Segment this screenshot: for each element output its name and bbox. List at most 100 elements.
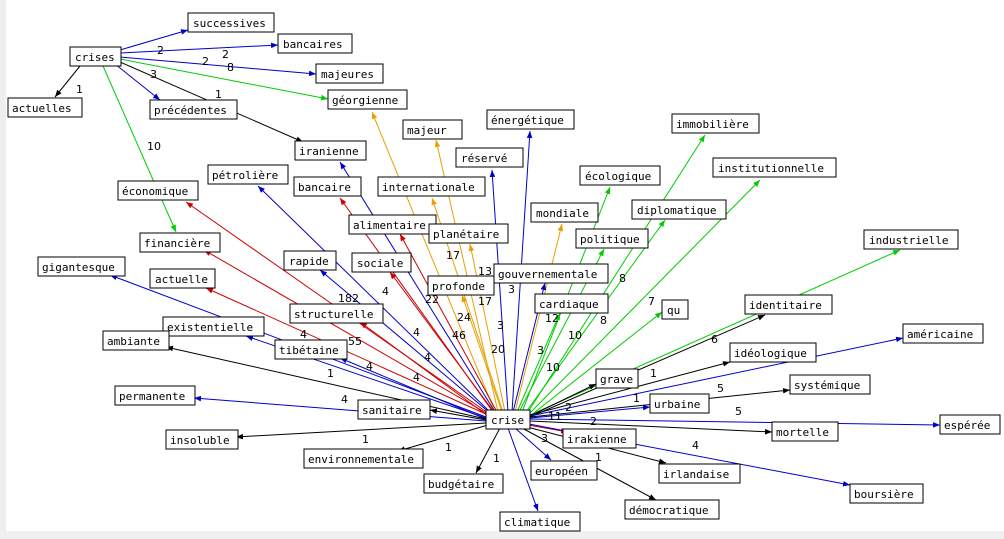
edge-weight: 2 bbox=[565, 401, 572, 414]
node-successives[interactable]: successives bbox=[187, 12, 275, 33]
node-label: mondiale bbox=[536, 207, 589, 220]
edge-crise-cardiaque bbox=[516, 312, 561, 413]
edge-weight: 5 bbox=[735, 405, 742, 418]
edge-weight: 4 bbox=[692, 439, 699, 452]
edge-weight: 4 bbox=[300, 328, 307, 341]
edge-crise-irakienne bbox=[527, 424, 569, 434]
node-irlandaise[interactable]: irlandaise bbox=[658, 463, 741, 484]
node-planetaire[interactable]: planétaire bbox=[428, 223, 509, 244]
edge-weight: 46 bbox=[452, 329, 466, 342]
edge-crise-permanente bbox=[193, 395, 487, 422]
node-americaine[interactable]: américaine bbox=[902, 323, 984, 344]
node-label: boursière bbox=[854, 488, 914, 501]
edge-crises-successives bbox=[119, 29, 189, 51]
node-ambiante[interactable]: ambiante bbox=[102, 330, 170, 351]
node-gouvernementale[interactable]: gouvernementale bbox=[493, 263, 609, 284]
node-label: profonde bbox=[432, 280, 485, 293]
node-environnementale[interactable]: environnementale bbox=[303, 448, 424, 469]
edge-weight: 8 bbox=[600, 314, 607, 327]
node-actuelles[interactable]: actuelles bbox=[7, 97, 83, 118]
node-immobiliere[interactable]: immobilière bbox=[671, 113, 760, 134]
node-sociale[interactable]: sociale bbox=[351, 252, 412, 273]
node-label: insoluble bbox=[170, 434, 230, 447]
node-economique[interactable]: économique bbox=[117, 180, 199, 201]
edge-weight: 1 bbox=[327, 367, 334, 380]
node-crises[interactable]: crises bbox=[69, 46, 122, 67]
node-diplomatique[interactable]: diplomatique bbox=[631, 199, 727, 220]
edge-weight: 1 bbox=[76, 83, 83, 96]
node-label: crise bbox=[491, 414, 524, 427]
node-label: actuelles bbox=[12, 102, 72, 115]
node-label: immobilière bbox=[676, 118, 749, 131]
node-label: planétaire bbox=[433, 228, 499, 241]
node-esperee[interactable]: espérée bbox=[939, 414, 1001, 435]
edge-crise-ambiante bbox=[165, 345, 487, 420]
node-crise[interactable]: crise bbox=[485, 409, 531, 430]
node-majeures[interactable]: majeures bbox=[315, 63, 384, 84]
node-europeen[interactable]: européen bbox=[530, 460, 598, 481]
edge-crise-sociale bbox=[389, 271, 495, 413]
edge-weight: 20 bbox=[491, 343, 505, 356]
node-label: actuelle bbox=[155, 273, 208, 286]
node-grave[interactable]: grave bbox=[595, 368, 639, 389]
node-bancaires[interactable]: bancaires bbox=[277, 33, 353, 54]
node-financiere[interactable]: financière bbox=[139, 232, 221, 253]
edge-crises-precedentes bbox=[114, 63, 161, 101]
node-qu[interactable]: qu bbox=[661, 299, 689, 320]
edge-crise-tibetaine bbox=[339, 357, 487, 420]
edge-crise-mortelle bbox=[529, 420, 773, 435]
edge-crise-iranienne bbox=[339, 161, 496, 413]
node-rapide[interactable]: rapide bbox=[283, 250, 337, 271]
edge-weight: 10 bbox=[568, 329, 582, 342]
node-budgetaire[interactable]: budgétaire bbox=[423, 473, 504, 494]
edge-weight: 4 bbox=[413, 326, 420, 339]
node-georgienne[interactable]: géorgienne bbox=[327, 89, 408, 110]
node-mortelle[interactable]: mortelle bbox=[771, 421, 839, 442]
node-ecologique[interactable]: écologique bbox=[579, 165, 661, 186]
edge-crise-sanitaire bbox=[429, 408, 487, 421]
node-sanitaire[interactable]: sanitaire bbox=[357, 399, 431, 420]
node-label: pétrolière bbox=[212, 169, 278, 182]
node-democratique[interactable]: démocratique bbox=[624, 499, 720, 520]
node-petroliere[interactable]: pétrolière bbox=[207, 164, 289, 185]
node-permanente[interactable]: permanente bbox=[114, 385, 196, 406]
node-systemique[interactable]: systémique bbox=[789, 374, 871, 395]
node-actuelle[interactable]: actuelle bbox=[149, 268, 216, 289]
node-label: réservé bbox=[461, 152, 507, 165]
node-cardiaque[interactable]: cardiaque bbox=[534, 293, 609, 314]
node-alimentaire[interactable]: alimentaire bbox=[348, 214, 437, 235]
node-gigantesque[interactable]: gigantesque bbox=[37, 256, 126, 277]
node-insoluble[interactable]: insoluble bbox=[165, 429, 239, 450]
node-label: démocratique bbox=[629, 504, 708, 517]
node-profonde[interactable]: profonde bbox=[427, 275, 495, 296]
node-existentielle[interactable]: existentielle bbox=[162, 316, 265, 337]
node-bancaire[interactable]: bancaire bbox=[293, 176, 362, 197]
edge-weight: 4 bbox=[382, 285, 389, 298]
node-institutionnelle[interactable]: institutionnelle bbox=[712, 157, 837, 178]
node-politique[interactable]: politique bbox=[575, 228, 649, 249]
node-label: diplomatique bbox=[637, 204, 716, 217]
node-irakienne[interactable]: irakienne bbox=[562, 428, 637, 449]
node-reserve[interactable]: réservé bbox=[455, 147, 524, 168]
node-industrielle[interactable]: industrielle bbox=[863, 229, 959, 250]
node-ideologique[interactable]: idéologique bbox=[729, 342, 817, 363]
node-boursiere[interactable]: boursière bbox=[849, 483, 924, 504]
node-identitaire[interactable]: identitaire bbox=[744, 294, 833, 315]
node-mondiale[interactable]: mondiale bbox=[530, 202, 599, 223]
node-iranienne[interactable]: iranienne bbox=[294, 140, 367, 161]
edge-crise-georgienne bbox=[371, 111, 496, 413]
edge-crise-immobiliere bbox=[527, 134, 706, 413]
node-internationale[interactable]: internationale bbox=[377, 176, 486, 197]
node-majeur[interactable]: majeur bbox=[402, 119, 463, 140]
node-urbaine[interactable]: urbaine bbox=[649, 393, 710, 414]
edge-weight: 1 bbox=[215, 88, 222, 101]
edge-crise-rapide bbox=[319, 269, 491, 414]
edge-weight: 17 bbox=[446, 249, 460, 262]
node-label: gigantesque bbox=[42, 261, 115, 274]
node-structurelle[interactable]: structurelle bbox=[289, 303, 384, 324]
node-climatique[interactable]: climatique bbox=[499, 511, 581, 532]
node-precedentes[interactable]: précédentes bbox=[149, 99, 238, 120]
node-label: grave bbox=[600, 373, 633, 386]
node-tibetaine[interactable]: tibétaine bbox=[274, 339, 348, 360]
node-energetique[interactable]: énergétique bbox=[486, 109, 575, 130]
